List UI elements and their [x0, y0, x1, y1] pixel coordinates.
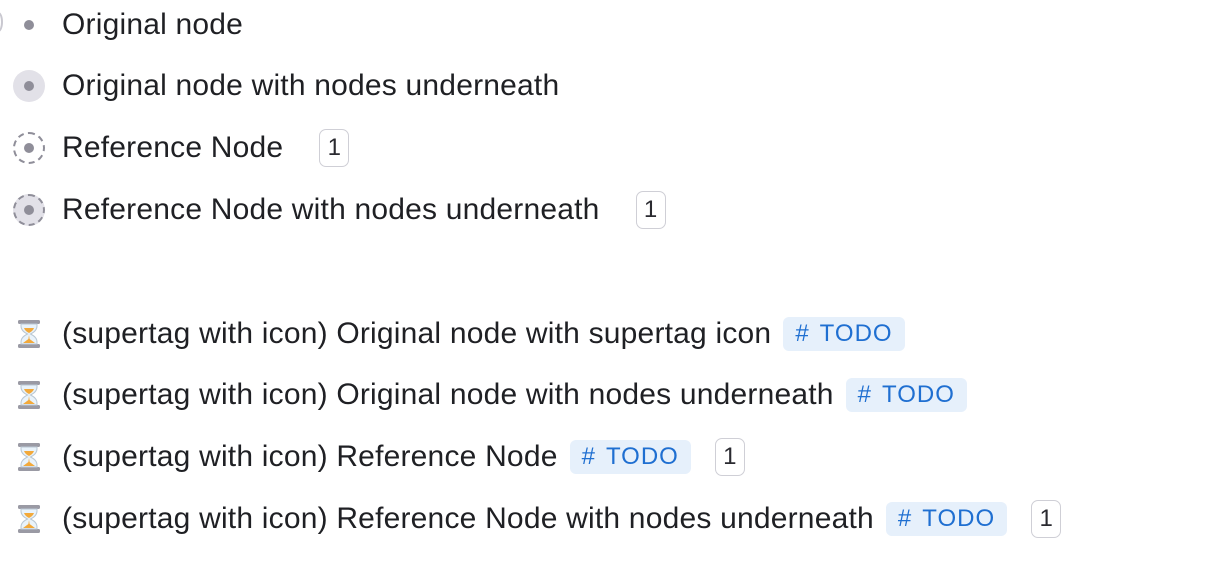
supertag-todo[interactable]: #TODO: [845, 378, 967, 412]
reference-expandable-bullet-icon[interactable]: [13, 194, 45, 226]
bullet-slot: [0, 188, 62, 232]
node-row[interactable]: Original node with nodes underneath: [0, 64, 559, 108]
reference-count-badge[interactable]: 1: [1031, 500, 1062, 538]
plain-bullet-icon[interactable]: [13, 9, 45, 41]
bullet-slot: [0, 3, 62, 47]
reference-bullet-icon[interactable]: [13, 132, 45, 164]
bullet-slot: [0, 373, 62, 417]
supertag-todo[interactable]: #TODO: [885, 502, 1008, 536]
supertag-node-row[interactable]: (supertag with icon) Reference Node #TOD…: [0, 435, 745, 479]
supertag-todo[interactable]: #TODO: [569, 440, 691, 474]
node-label[interactable]: (supertag with icon) Reference Node: [62, 440, 558, 473]
node-label[interactable]: (supertag with icon) Original node with …: [62, 317, 772, 350]
node-row[interactable]: Original node: [0, 3, 243, 47]
node-label[interactable]: (supertag with icon) Original node with …: [62, 378, 834, 411]
supertag-todo[interactable]: #TODO: [783, 317, 905, 351]
node-label[interactable]: Reference Node: [62, 131, 284, 164]
bullet-slot: [0, 312, 62, 356]
node-row[interactable]: Reference Node 1: [0, 126, 350, 170]
hourglass-icon[interactable]: [14, 442, 44, 472]
supertag-node-row[interactable]: (supertag with icon) Reference Node with…: [0, 497, 1062, 541]
bullet-slot: [0, 64, 62, 108]
expandable-bullet-icon[interactable]: [13, 70, 45, 102]
reference-count-badge[interactable]: 1: [714, 438, 745, 476]
hourglass-icon[interactable]: [14, 380, 44, 410]
hourglass-icon[interactable]: [14, 504, 44, 534]
collapse-handle-icon[interactable]: [0, 12, 3, 32]
bullet-slot: [0, 435, 62, 479]
supertag-node-row[interactable]: (supertag with icon) Original node with …: [0, 373, 967, 417]
bullet-slot: [0, 126, 62, 170]
reference-count-badge[interactable]: 1: [319, 129, 350, 167]
hourglass-icon[interactable]: [14, 319, 44, 349]
node-label[interactable]: Original node: [62, 8, 244, 41]
bullet-slot: [0, 497, 62, 541]
node-label[interactable]: (supertag with icon) Reference Node with…: [62, 502, 874, 535]
reference-count-badge[interactable]: 1: [635, 191, 666, 229]
node-row[interactable]: Reference Node with nodes underneath 1: [0, 188, 666, 232]
supertag-node-row[interactable]: (supertag with icon) Original node with …: [0, 312, 905, 356]
node-label[interactable]: Reference Node with nodes underneath: [62, 193, 600, 226]
node-label[interactable]: Original node with nodes underneath: [62, 69, 560, 102]
